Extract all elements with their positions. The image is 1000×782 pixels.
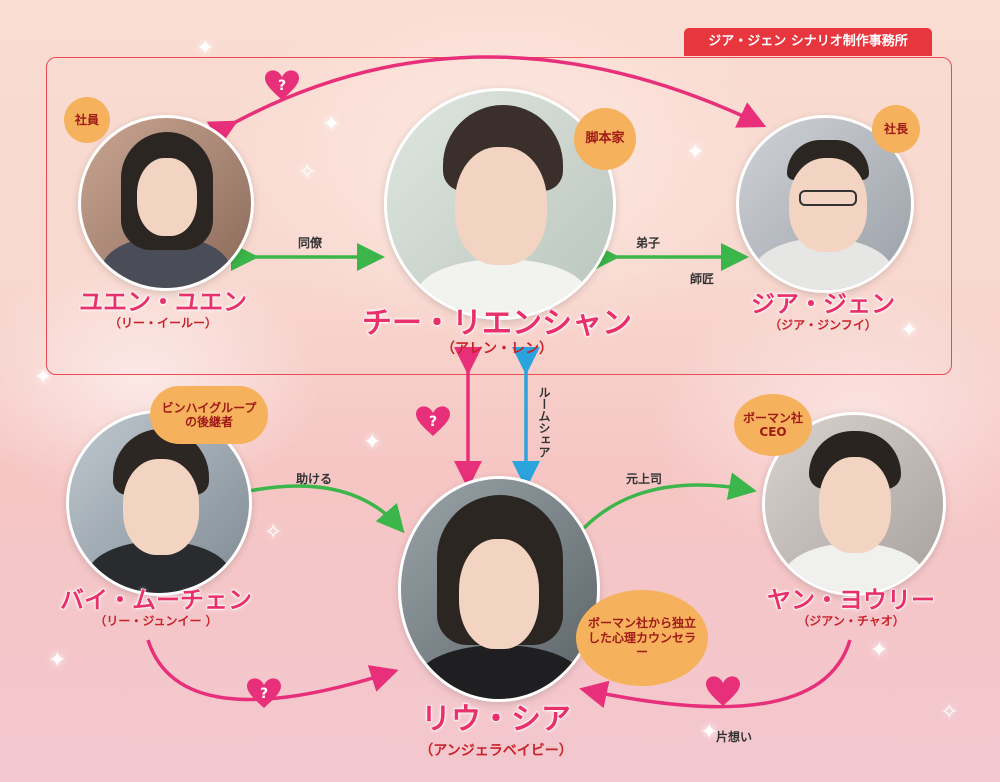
name-bai: バイ・ムーチェン [59, 585, 252, 614]
sparkle-icon: ✦ [196, 36, 215, 61]
arrow-bai-liu-love [146, 639, 399, 702]
question-heart-icon: ? [416, 406, 450, 436]
role-badge-bai: ビンハイグループの後継者 [150, 386, 268, 444]
label-disciple: 弟子 [636, 236, 661, 250]
label-helps: 助ける [296, 472, 333, 486]
arrow-helps [243, 484, 405, 534]
label-roommate: ルームシェア [537, 386, 551, 458]
question-heart-icon: ? [265, 70, 299, 100]
portrait-chi [384, 88, 616, 320]
actor-bai: （リー・ジュンイー ） [94, 614, 218, 628]
svg-text:?: ? [260, 686, 268, 702]
name-liu: リウ・シア [420, 701, 571, 737]
role-badge-jia: 社長 [872, 105, 920, 153]
role-text-bai: ビンハイグループの後継者 [161, 400, 257, 429]
portrait-yan [762, 412, 946, 596]
arrow-ex-boss [580, 472, 757, 532]
actor-chi: （アレン・レン） [441, 341, 553, 357]
sparkle-icon: ✧ [940, 700, 959, 725]
sparkle-icon: ✦ [700, 720, 719, 745]
sparkle-icon: ✧ [264, 520, 283, 545]
actor-jia: （ジア・ジンフイ） [769, 318, 877, 332]
role-text-liu: ボーマン社から独立した心理カウンセラー [587, 616, 696, 660]
role-badge-liu: ボーマン社から独立した心理カウンセラー [576, 590, 708, 686]
sparkle-icon: ✦ [48, 648, 67, 673]
role-badge-yan: ボーマン社CEO [734, 394, 812, 456]
name-yuen: ユエン・ユエン [78, 287, 247, 316]
actor-yuen: （リー・イールー） [108, 316, 217, 330]
arrow-unrequited [579, 639, 852, 709]
heart-icon [706, 676, 740, 706]
role-badge-chi: 脚本家 [574, 108, 636, 170]
portrait-yuen [78, 115, 254, 291]
label-master: 師匠 [690, 272, 715, 286]
portrait-bai [66, 410, 252, 596]
name-jia: ジア・ジェン [750, 289, 895, 318]
portrait-liu [398, 476, 600, 702]
label-ex-boss: 元上司 [626, 472, 663, 486]
label-unrequited: 片想い [716, 730, 753, 744]
sparkle-icon: ✦ [870, 638, 889, 663]
question-heart-icon: ? [247, 678, 281, 708]
name-yan: ヤン・ヨウリー [766, 585, 935, 614]
sparkle-icon: ✦ [900, 318, 919, 343]
actor-liu: （アンジェラベイビー） [419, 743, 573, 759]
role-badge-yuen: 社員 [64, 97, 110, 143]
sparkle-icon: ✦ [363, 430, 382, 455]
name-chi: チー・リエンシャン [361, 305, 632, 341]
svg-text:?: ? [429, 414, 437, 430]
company-label: ジア・ジェン シナリオ制作事務所 [684, 28, 932, 56]
actor-yan: （ジアン・チャオ） [797, 614, 905, 628]
arc-yuen-jia [206, 55, 767, 147]
label-colleague: 同僚 [298, 236, 323, 250]
sparkle-icon: ✧ [298, 160, 317, 185]
svg-text:?: ? [278, 78, 286, 94]
role-text-yan: ボーマン社CEO [742, 410, 803, 439]
